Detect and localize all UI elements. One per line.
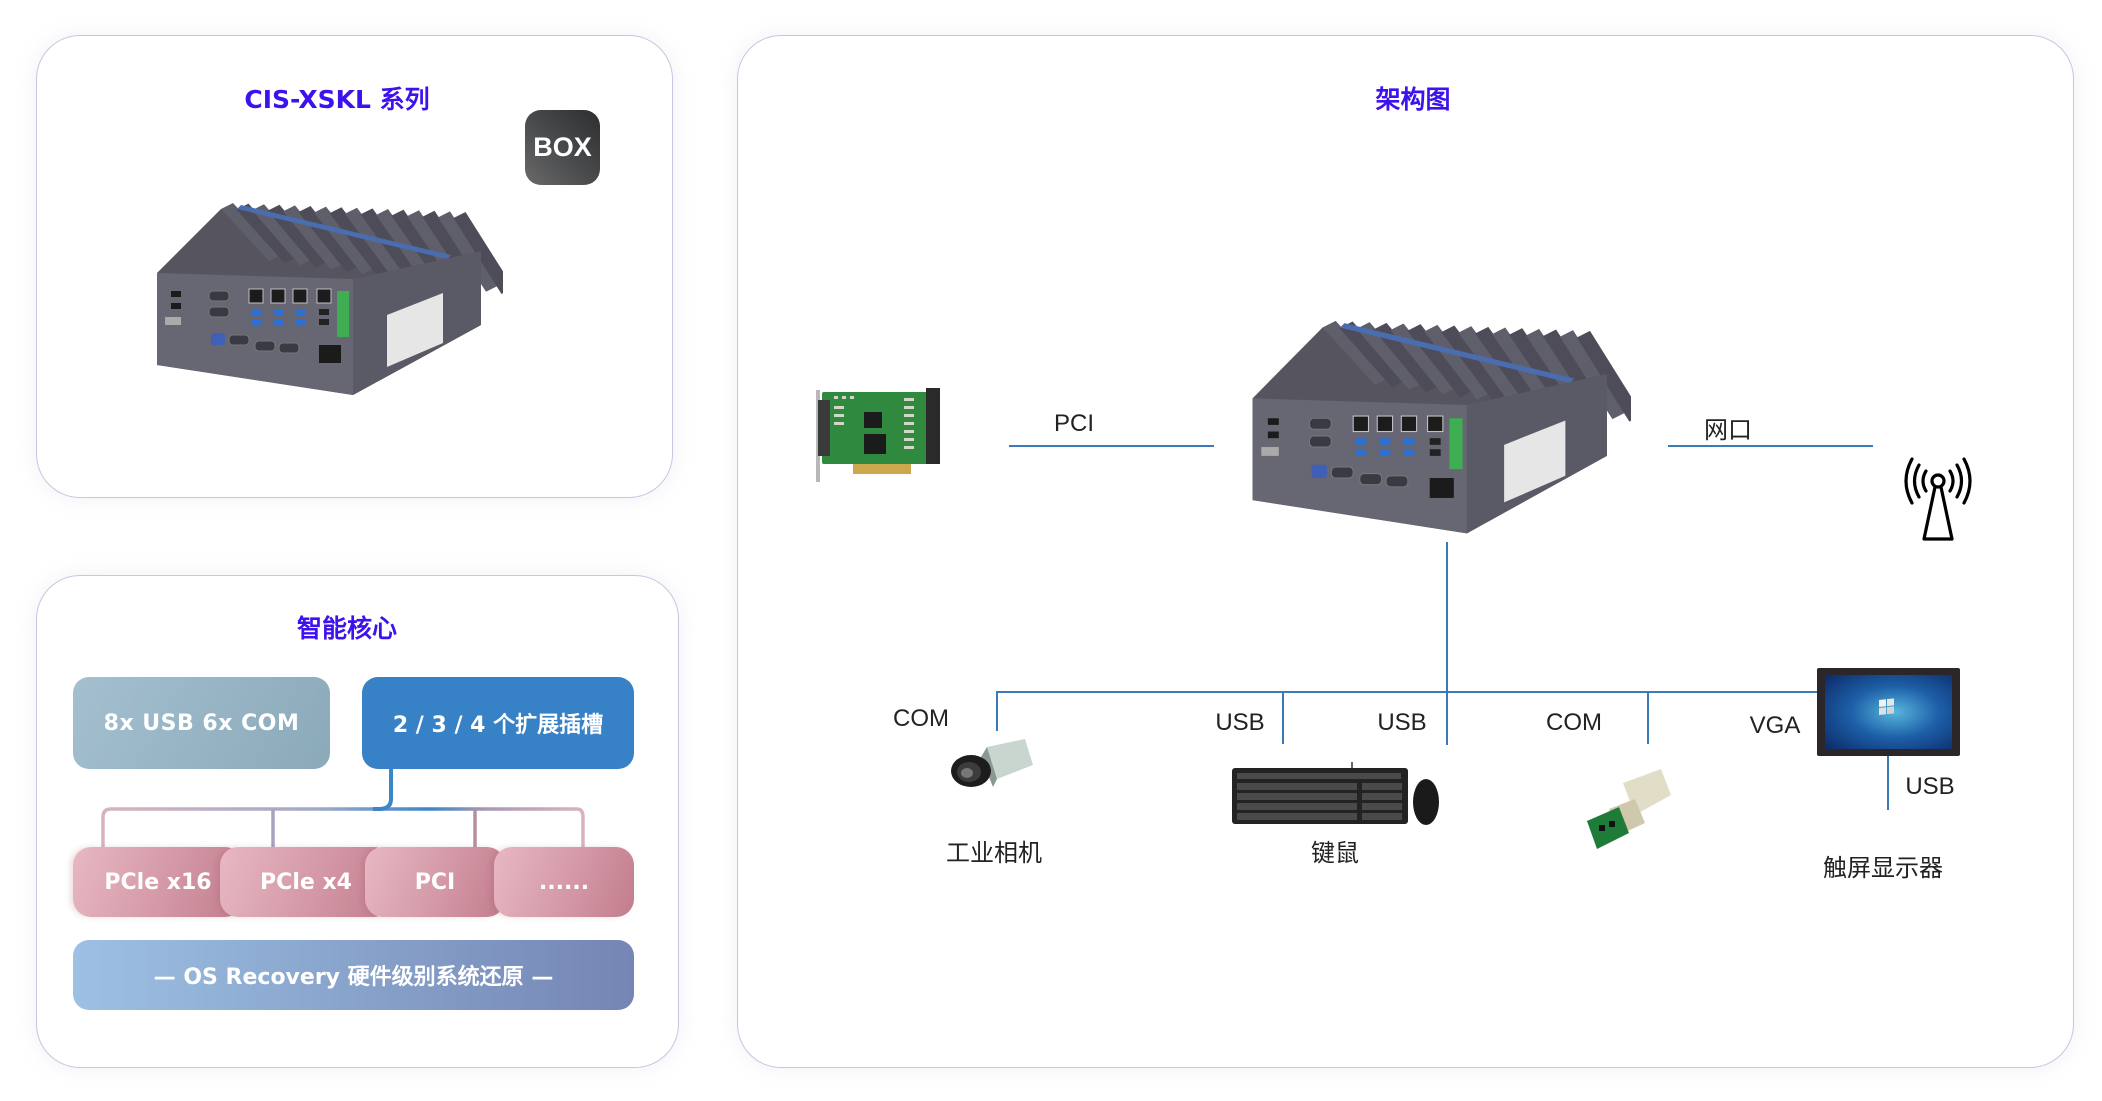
touch-monitor-icon [1817,668,1960,756]
slot-tree-connector [101,769,585,849]
monitor-usb-label: USB [1905,773,1955,800]
link-line-network [1668,445,1873,447]
device-label-keyboard-mouse: 键鼠 [1311,840,1359,867]
bus-line [996,691,1818,693]
slot-pcie-x16: PCle x16 [73,847,243,917]
bus-label-com-2: COM [1546,709,1602,736]
bus-label-usb-2: USB [1377,709,1427,736]
io-summary-box: 8x USB 6x COM [73,677,330,769]
device-label-touch-monitor: 触屏显示器 [1823,855,1943,882]
drop-line-com-1 [996,691,998,731]
drop-line-com-2 [1647,691,1649,744]
serial-adapter-icon [1579,765,1675,851]
bus-label-com-1: COM [893,705,949,732]
drop-line-usb-1 [1282,691,1284,744]
antenna-icon [1902,455,1974,543]
keyboard-mouse-icon [1232,762,1442,826]
box-badge: BOX [525,110,600,185]
bus-label-usb-1: USB [1215,709,1265,736]
device-label-camera: 工业相机 [946,840,1042,867]
link-line-pci [1009,445,1214,447]
slot-pci: PCI [365,847,505,917]
center-device-image [1246,312,1631,540]
architecture-title: 架构图 [1375,85,1451,114]
series-title: CIS-XSKL 系列 [244,85,430,114]
slot-more: ...... [494,847,634,917]
architecture-panel [737,35,2074,1068]
slot-pcie-x4: PCle x4 [220,847,392,917]
trunk-line [1446,542,1448,745]
link-label-network: 网口 [1704,417,1752,444]
link-label-pci: PCI [1053,410,1095,437]
core-title: 智能核心 [296,614,398,643]
expansion-slots-box: 2 / 3 / 4 个扩展插槽 [362,677,634,769]
pci-card-icon [808,384,956,484]
os-recovery-bar: — OS Recovery 硬件级别系统还原 — [73,940,634,1010]
drop-line-monitor-usb [1887,756,1889,810]
bus-label-vga: VGA [1749,712,1801,739]
product-image [151,195,503,401]
industrial-camera-icon [947,735,1037,795]
